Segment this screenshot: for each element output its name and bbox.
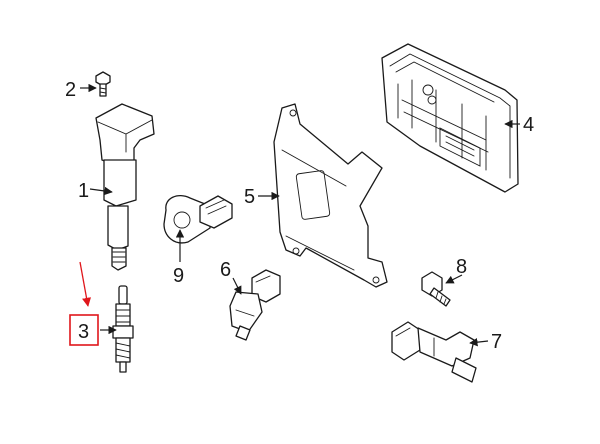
camshaft-sensor <box>229 269 281 341</box>
callout-3: 3 <box>78 321 89 343</box>
callout-8: 8 <box>456 256 467 278</box>
highlight-box <box>69 314 99 346</box>
ignition-coil <box>95 103 155 271</box>
knock-sensor <box>163 195 233 244</box>
callout-6: 6 <box>220 259 231 281</box>
callout-4: 4 <box>523 114 534 136</box>
leader-lines <box>79 83 520 347</box>
callout-5: 5 <box>244 186 255 208</box>
leader-8 <box>445 274 463 284</box>
callout-7: 7 <box>491 331 502 353</box>
leader-6 <box>232 277 242 295</box>
spark-plug <box>112 285 134 373</box>
crankshaft-sensor <box>391 321 477 383</box>
highlight-arrow <box>79 261 92 307</box>
bolt-large <box>421 271 451 307</box>
leader-1 <box>89 186 113 196</box>
bolt-small <box>95 71 111 97</box>
mounting-bracket <box>273 103 388 288</box>
ecu-module <box>381 43 519 193</box>
leader-7 <box>469 337 489 347</box>
callout-1: 1 <box>78 180 89 202</box>
callout-9: 9 <box>173 265 184 287</box>
callout-2: 2 <box>65 79 76 101</box>
